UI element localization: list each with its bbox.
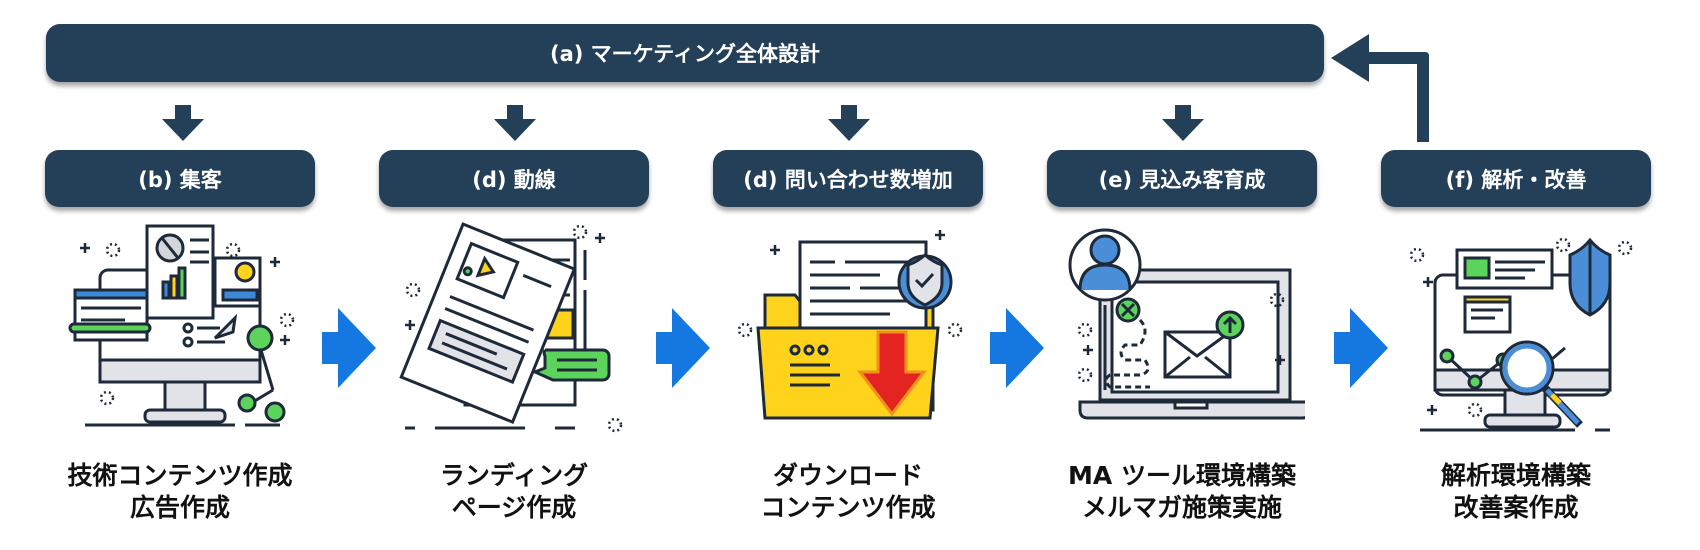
down-arrow-icon xyxy=(828,105,870,141)
monitor-reports-icon xyxy=(68,224,295,427)
header-label: (a) マーケティング全体設計 xyxy=(550,42,820,66)
stage-label: (b) 集客 xyxy=(138,167,222,192)
caption-inquiries: ダウンロード コンテンツ作成 xyxy=(698,460,998,524)
down-arrow-icon xyxy=(1162,105,1204,141)
stage-flow: (d) 動線 xyxy=(379,150,649,207)
caption-line: ページ作成 xyxy=(451,493,577,522)
caption-line: 解析環境構築 xyxy=(1440,461,1591,490)
down-arrow-icon xyxy=(162,105,204,141)
flow-arrow-icon xyxy=(1334,308,1388,388)
flow-arrow-icon xyxy=(990,308,1044,388)
caption-line: メルマガ施策実施 xyxy=(1081,493,1282,522)
folder-download-icon xyxy=(737,230,963,420)
flow-arrow-icon xyxy=(322,308,376,388)
caption-line: コンテンツ作成 xyxy=(760,493,936,522)
caption-analysis: 解析環境構築 改善案作成 xyxy=(1366,460,1666,524)
caption-line: 技術コンテンツ作成 xyxy=(67,461,293,490)
marketing-design-header: (a) マーケティング全体設計 xyxy=(46,24,1324,82)
down-arrow-icon xyxy=(494,105,536,141)
stage-inquiries: (d) 問い合わせ数増加 xyxy=(713,150,983,207)
caption-flow: ランディング ページ作成 xyxy=(364,460,664,524)
caption-line: 改善案作成 xyxy=(1453,493,1579,522)
stage-label: (e) 見込み客育成 xyxy=(1098,167,1266,192)
stage-label: (f) 解析・改善 xyxy=(1445,167,1587,192)
caption-line: ダウンロード xyxy=(772,461,923,490)
feedback-arrow-icon xyxy=(1331,34,1429,142)
stage-analysis: (f) 解析・改善 xyxy=(1381,150,1651,207)
monitor-analytics-icon xyxy=(1409,237,1633,432)
stage-label: (d) 動線 xyxy=(472,167,556,192)
caption-line: 広告作成 xyxy=(129,493,230,522)
stage-nurturing: (e) 見込み客育成 xyxy=(1047,150,1317,207)
caption-acquisition: 技術コンテンツ作成 広告作成 xyxy=(30,460,330,524)
flow-arrow-icon xyxy=(656,308,710,388)
caption-line: MA ツール環境構築 xyxy=(1068,461,1296,490)
stage-acquisition: (b) 集客 xyxy=(45,150,315,207)
stage-label: (d) 問い合わせ数増加 xyxy=(743,167,953,192)
caption-nurturing: MA ツール環境構築 メルマガ施策実施 xyxy=(1032,460,1332,524)
laptop-email-icon xyxy=(1068,228,1305,420)
landing-page-icon xyxy=(399,222,623,433)
caption-line: ランディング xyxy=(439,461,589,490)
